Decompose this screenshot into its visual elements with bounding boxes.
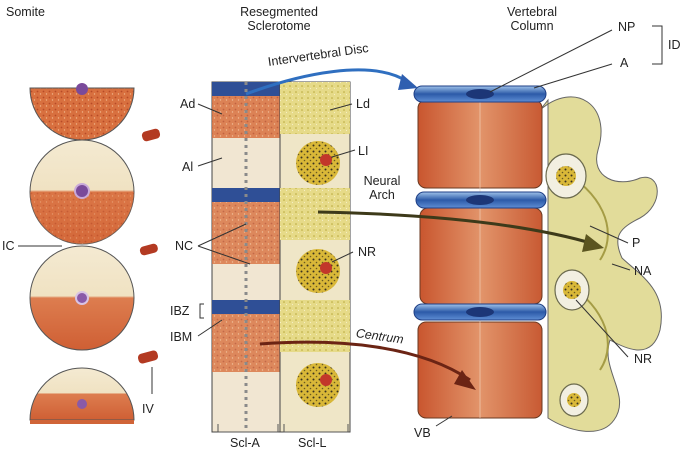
- arrow-intervertebral-disc: [245, 68, 409, 96]
- lateral-circle-2: [296, 249, 340, 293]
- column-title-somite: Somite: [6, 5, 45, 19]
- arrow-neural-arch: [317, 210, 595, 246]
- resegmented-sclerotome: [197, 81, 356, 433]
- somite-disk-2: [29, 139, 135, 245]
- label-nr-vertebral: NR: [634, 352, 653, 366]
- label-nr-sclerotome: NR: [358, 245, 377, 259]
- label-nc: NC: [175, 239, 194, 253]
- label-scl-l: Scl-L: [298, 436, 327, 450]
- vertebral-column: [413, 25, 663, 432]
- somite-disk-4: [29, 367, 135, 424]
- arrow-centrum: [259, 340, 471, 382]
- column-title-vertebral-line1: Vertebral: [506, 5, 558, 19]
- label-iv: IV: [142, 402, 154, 416]
- column-title-resegmented: Resegmented Sclerotome: [224, 5, 334, 33]
- label-al: Al: [182, 160, 194, 174]
- label-ibm: IBM: [170, 330, 193, 344]
- column-title-resegmented-line1: Resegmented: [240, 5, 318, 19]
- intersomitic-vessels: [137, 128, 161, 364]
- label-scl-a: Scl-A: [230, 436, 260, 450]
- column-title-vertebral: Vertebral Column: [492, 5, 572, 33]
- arrows: [245, 68, 604, 390]
- label-ld: Ld: [356, 97, 370, 111]
- label-vb: VB: [414, 426, 431, 440]
- somite-column: [18, 83, 161, 424]
- label-ibz: IBZ: [170, 304, 190, 318]
- somite-disk-3: [29, 245, 135, 351]
- lateral-circle-1: [296, 141, 340, 185]
- label-id: ID: [668, 38, 681, 52]
- label-a: A: [620, 56, 629, 70]
- label-np: NP: [618, 20, 636, 34]
- somite-disk-1: [29, 87, 135, 141]
- label-p: P: [632, 236, 641, 250]
- arrow-label-neural-arch-line2: Arch: [369, 188, 395, 202]
- arrow-label-neural-arch: Neural Arch: [356, 174, 408, 202]
- arrow-label-neural-arch-line1: Neural: [363, 174, 401, 188]
- column-title-resegmented-line2: Sclerotome: [247, 19, 311, 33]
- label-li: LI: [358, 144, 369, 158]
- column-title-vertebral-line2: Column: [510, 19, 554, 33]
- label-ad: Ad: [180, 97, 196, 111]
- lateral-circle-3: [296, 363, 340, 407]
- label-na: NA: [634, 264, 652, 278]
- label-ic: IC: [2, 239, 15, 253]
